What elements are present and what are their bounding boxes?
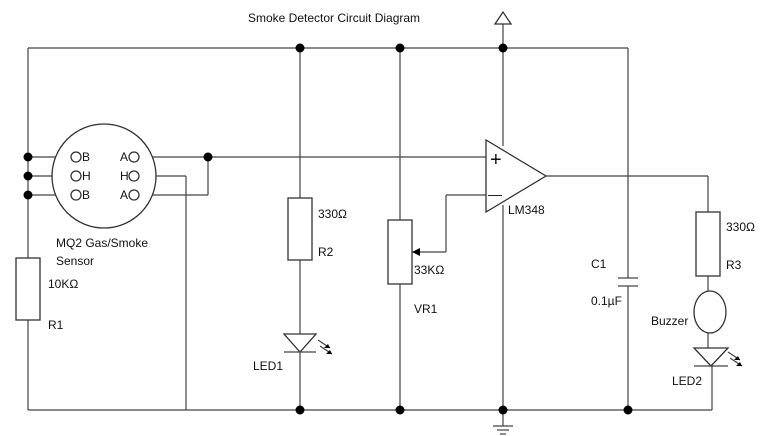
r1-name: R1	[48, 318, 64, 332]
resistor-r3: 330Ω R3	[695, 211, 755, 277]
capacitor-c1: C1 0.1µF	[591, 257, 638, 308]
diagram-title: Smoke Detector Circuit Diagram	[248, 11, 420, 25]
buzzer-name: Buzzer	[651, 314, 688, 328]
sensor-pin-label-b1: B	[82, 150, 90, 164]
vr1-value: 33KΩ	[414, 263, 444, 277]
mq2-sensor: B H B A H A MQ2 Gas/Smoke Sensor	[51, 123, 157, 268]
buzzer-icon	[693, 290, 727, 334]
r1-value: 10KΩ	[48, 277, 78, 291]
led2-arrow-icon-2	[736, 362, 742, 366]
r3-value: 330Ω	[726, 220, 755, 234]
opamp-plus: +	[490, 149, 502, 171]
opamp-triangle-icon	[485, 138, 548, 214]
r2-name: R2	[318, 245, 334, 259]
vr1-wiper-arrow-icon	[412, 248, 420, 256]
resistor-r2: 330Ω R2	[287, 197, 347, 261]
led1-arrow-icon	[324, 344, 330, 348]
opamp-lm348: + — LM348	[485, 138, 548, 217]
potentiometer-vr1: 33KΩ VR1	[387, 219, 444, 316]
led2: LED2	[672, 347, 743, 388]
c1-value: 0.1µF	[591, 294, 622, 308]
led2-diode-icon	[692, 347, 730, 367]
led1-diode-icon	[282, 333, 318, 353]
sensor-pin-label-h1: H	[82, 169, 91, 183]
led2-name: LED2	[672, 374, 702, 388]
led2-arrow-icon	[734, 356, 740, 360]
sensor-pin-left-2	[70, 170, 82, 182]
power-symbols	[493, 10, 513, 435]
sensor-label-line1: MQ2 Gas/Smoke	[56, 236, 148, 250]
junction-dots	[23, 43, 633, 415]
opamp-minus: —	[488, 186, 502, 202]
buzzer: Buzzer	[651, 290, 727, 334]
opamp-name: LM348	[508, 203, 545, 217]
sensor-pin-label-a1: A	[120, 150, 128, 164]
sensor-pin-label-a2: A	[120, 188, 128, 202]
sensor-pin-left-1	[70, 151, 82, 163]
sensor-body	[51, 123, 157, 229]
sensor-label-line2: Sensor	[56, 254, 94, 268]
wires	[27, 24, 713, 426]
sensor-pin-right-2	[128, 170, 140, 182]
sensor-pin-right-1	[128, 151, 140, 163]
led1-name: LED1	[253, 359, 283, 373]
sensor-pin-right-3	[128, 189, 140, 201]
led1: LED1	[253, 333, 333, 373]
sensor-pin-label-h2: H	[120, 169, 129, 183]
resistor-r1: 10KΩ R1	[15, 257, 78, 332]
r3-name: R3	[726, 258, 742, 272]
sensor-pin-label-b2: B	[82, 188, 90, 202]
led1-arrow-icon-2	[326, 350, 332, 354]
vcc-triangle-icon	[493, 10, 513, 25]
ground-icon	[493, 425, 513, 435]
vr1-name: VR1	[414, 302, 438, 316]
sensor-pin-left-3	[70, 189, 82, 201]
r2-value: 330Ω	[318, 207, 347, 221]
c1-name: C1	[591, 257, 607, 271]
